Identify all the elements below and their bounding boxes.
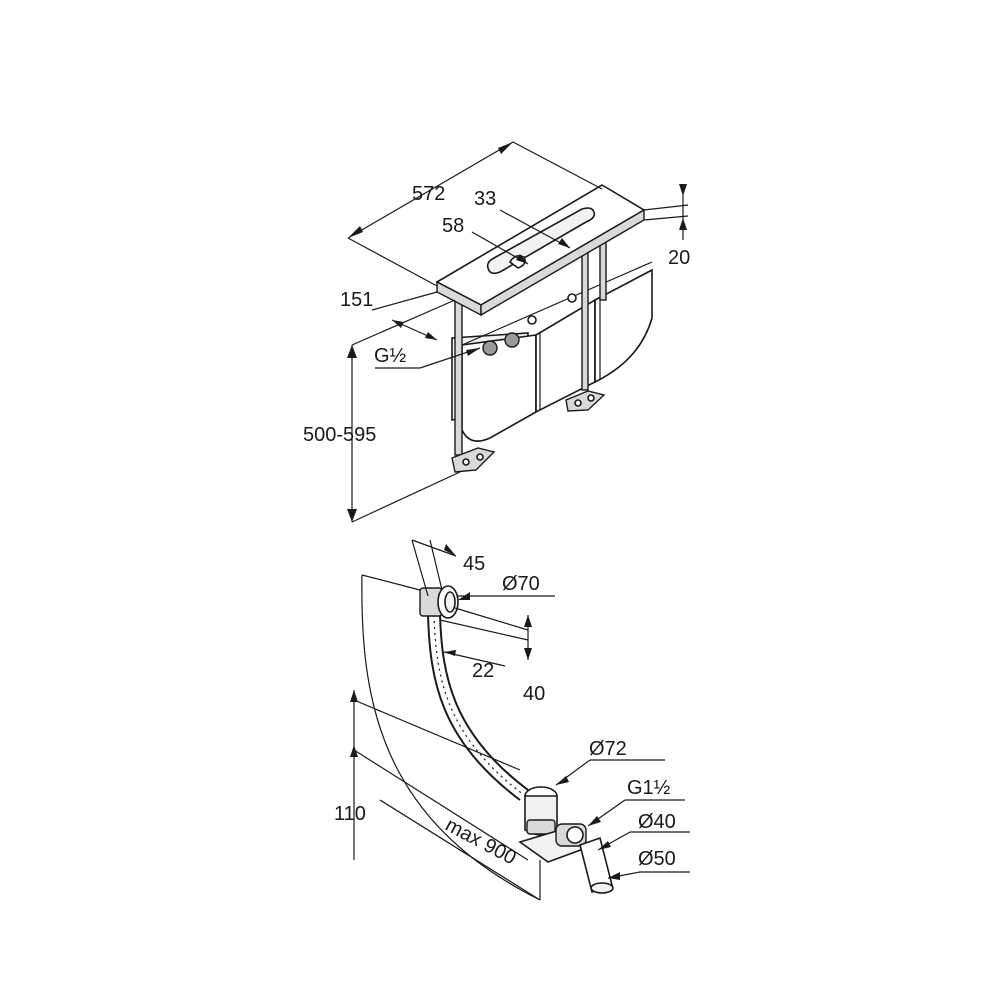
- foot-right-screw: [574, 399, 582, 407]
- label-plate-thickness: 20: [668, 247, 690, 269]
- overflow-cap-inner: [444, 591, 456, 613]
- lower-dimensions: [350, 539, 690, 901]
- label-thread-top: G½: [374, 345, 407, 367]
- label-overflow-diameter: Ø70: [502, 573, 540, 595]
- label-slot-length: 33: [474, 188, 496, 210]
- upper-dimensions: [347, 141, 689, 523]
- label-hose-diameter: 22: [472, 660, 494, 682]
- housing-body: [461, 334, 537, 442]
- flex-hose-inner: [439, 614, 529, 791]
- foot-left: [451, 447, 496, 473]
- label-outlet-small: Ø40: [638, 811, 676, 833]
- label-drain-thread: G1½: [627, 777, 671, 799]
- port-inner-2: [567, 293, 577, 303]
- flex-hose-rib: [433, 614, 525, 796]
- trap-elbow-nut: [566, 826, 584, 844]
- label-slot-offset: 58: [442, 215, 464, 237]
- housing-top-edge: [461, 261, 653, 346]
- label-depth: 151: [340, 289, 373, 311]
- support-post-mid: [581, 249, 589, 391]
- foot-left-screw: [462, 458, 470, 466]
- foot-right-screw-2: [587, 394, 595, 402]
- port-right: [504, 332, 520, 348]
- foot-left-screw-2: [476, 453, 484, 461]
- foot-right: [565, 390, 606, 412]
- label-height-range: 500-595: [303, 424, 376, 446]
- support-post-left: [454, 299, 463, 456]
- dimension-labels: 572 33 58 20 151 G½ 500-595 45 Ø70 22 40…: [303, 183, 690, 870]
- waste-overflow-unit: [419, 585, 614, 894]
- support-post-right: [599, 239, 607, 301]
- label-width: 572: [412, 183, 445, 205]
- bath-outline-curve: [361, 574, 541, 901]
- port-left: [482, 340, 498, 356]
- drain-nut: [526, 819, 556, 835]
- label-overflow-height: 40: [523, 683, 545, 705]
- outlet-pipe-end: [590, 882, 614, 894]
- label-drain-height: 110: [334, 803, 366, 825]
- housing-curved-end: [594, 268, 653, 384]
- port-inner: [527, 315, 537, 325]
- flex-hose-outer: [427, 614, 521, 801]
- concealed-body-unit: [435, 184, 653, 473]
- label-drain-diameter: Ø72: [589, 738, 627, 760]
- label-overflow-offset: 45: [463, 553, 485, 575]
- label-outlet-large: Ø50: [638, 848, 676, 870]
